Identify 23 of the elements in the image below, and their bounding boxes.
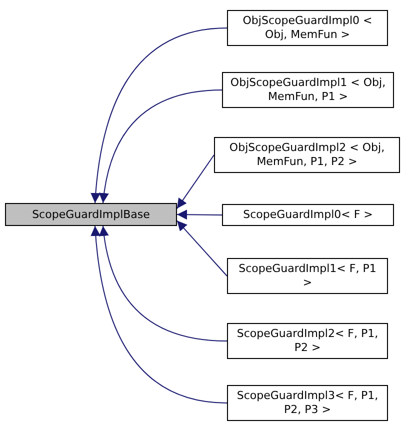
class-name: ScopeGuardImplBase [32, 208, 150, 222]
inheritance-arrow [99, 226, 228, 342]
class-name: ObjScopeGuardImpl0 < Obj, MemFun > [242, 14, 374, 42]
class-box [214, 137, 400, 173]
class-name: ScopeGuardImpl0< F > [243, 208, 373, 222]
inheritance-arrow [90, 226, 228, 404]
class-name: ScopeGuardImpl1< F, P1 > [238, 262, 378, 290]
class-box [5, 203, 177, 226]
class-box [227, 10, 388, 46]
class-box [227, 258, 388, 294]
inheritance-arrow [90, 28, 228, 204]
inheritance-arrow [176, 220, 228, 276]
class-name: ObjScopeGuardImpl1 < Obj, MemFun, P1 > [229, 76, 387, 104]
class-box [227, 323, 388, 359]
class-name: ScopeGuardImpl2< F, P1, P2 > [236, 327, 380, 355]
class-box [227, 385, 388, 421]
inheritance-arrow [176, 210, 222, 220]
class-box [222, 204, 394, 226]
class-name: ScopeGuardImpl3< F, P1, P2, P3 > [236, 389, 380, 417]
inheritance-arrow [176, 154, 214, 210]
class-box [222, 72, 394, 108]
class-name: ObjScopeGuardImpl2 < Obj, MemFun, P1, P2 > [228, 141, 386, 169]
inheritance-arrow [99, 90, 222, 204]
